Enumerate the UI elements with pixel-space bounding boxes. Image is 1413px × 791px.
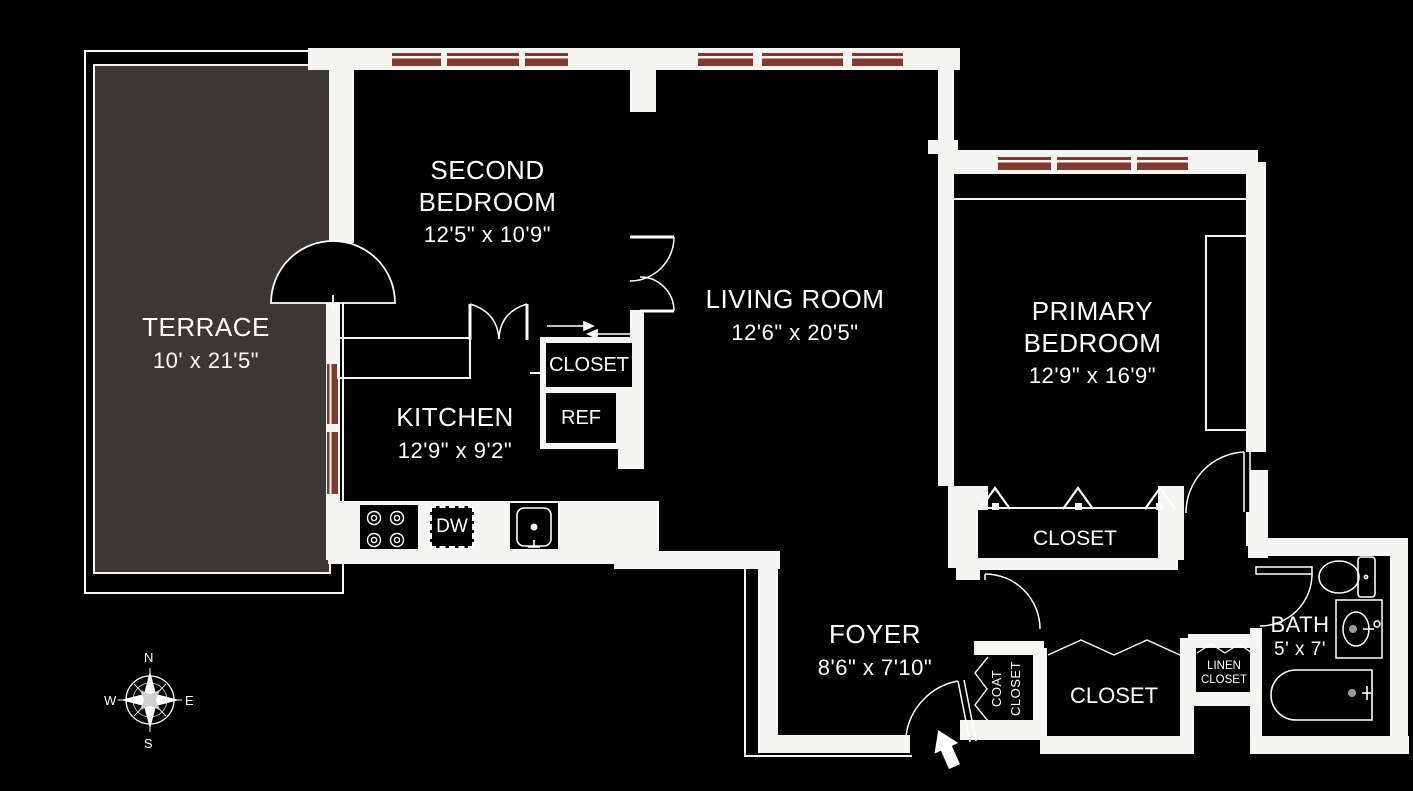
kitchen-door-icon: [468, 303, 529, 340]
bath-sink-icon: [1335, 599, 1383, 659]
foyer-closet-door-icon: [1047, 639, 1181, 656]
room-dims: 5' x 7': [1274, 638, 1326, 660]
wall-segment: [938, 70, 954, 486]
compass-west-label: W: [104, 693, 117, 708]
coat-closet-door-icon: [974, 656, 989, 722]
built-in-wardrobe: [1205, 235, 1253, 431]
linen-closet-label: LINEN CLOSET: [1200, 659, 1247, 686]
wall-segment: [758, 551, 778, 753]
wall-segment: [1253, 736, 1409, 754]
room-name: KITCHEN: [396, 402, 514, 432]
window: [852, 53, 903, 66]
toilet-icon: [1318, 556, 1376, 598]
bath-label: BATH 5' x 7': [1262, 612, 1338, 661]
wall-segment: [630, 310, 644, 340]
wall-line: [954, 198, 1248, 200]
primary-closet-label: CLOSET: [1032, 527, 1118, 550]
wall-segment: [974, 641, 1044, 655]
stove: [360, 505, 418, 549]
dishwasher: DW: [430, 506, 474, 548]
refrigerator: REF: [546, 393, 616, 443]
kitchen-label: KITCHEN 12'9" x 9'2": [355, 402, 555, 464]
living-room-label: LIVING ROOM 12'6" x 20'5": [665, 284, 925, 346]
window: [998, 157, 1051, 170]
window: [1057, 157, 1131, 170]
window: [698, 53, 753, 66]
room-dims: 12'6" x 20'5": [731, 319, 859, 345]
terrace-outer-outline: [84, 50, 344, 594]
compass-icon: [118, 668, 182, 732]
window: [327, 432, 338, 494]
wall-segment: [1250, 628, 1262, 754]
sliding-door-icon: [547, 320, 632, 340]
room-name: FOYER: [828, 619, 922, 649]
wall-segment: [1033, 648, 1047, 740]
foyer-closet-label: CLOSET: [1069, 683, 1159, 708]
compass-south-label: S: [144, 736, 153, 751]
window: [525, 53, 568, 66]
kitchen-nook-outline: [337, 337, 471, 379]
exterior-line: [744, 551, 746, 757]
window: [447, 53, 519, 66]
bathtub-icon: [1270, 669, 1373, 721]
room-name: TERRACE: [142, 312, 270, 342]
compass-north-label: N: [144, 650, 154, 665]
terrace-label: TERRACE 10' x 21'5": [96, 312, 316, 374]
wall-segment: [328, 548, 640, 564]
room-name: BATH: [1270, 612, 1330, 637]
coat-closet-label: COAT CLOSET: [989, 660, 1023, 716]
hall-door-icon: [984, 573, 1041, 630]
foyer-label: FOYER 8'6" x 7'10": [795, 619, 955, 681]
window: [327, 364, 338, 424]
wall-segment: [948, 486, 978, 568]
closet-opening-line: [976, 507, 1170, 509]
wall-segment: [966, 558, 1178, 570]
refrigerator-label: REF: [561, 406, 601, 429]
room-name: SECOND BEDROOM: [418, 155, 557, 217]
primary-door-icon: [1185, 451, 1251, 514]
sink-box: [510, 503, 558, 549]
hall-closet: CLOSET: [546, 343, 632, 387]
wall-segment: [956, 564, 980, 580]
wall-segment: [1250, 470, 1268, 556]
window: [392, 53, 441, 66]
primary-bedroom-label: PRIMARY BEDROOM 12'9" x 16'9": [990, 296, 1195, 389]
second-bedroom-label: SECOND BEDROOM 12'5" x 10'9": [385, 155, 590, 248]
wall-segment: [330, 57, 354, 243]
wall-segment: [618, 447, 644, 469]
wall-segment: [758, 735, 910, 753]
wall-segment: [960, 720, 1040, 740]
room-name: LIVING ROOM: [705, 284, 885, 314]
wall-segment: [633, 501, 659, 551]
wall-segment: [614, 551, 780, 569]
terrace-deck: [93, 64, 331, 574]
room-dims: 12'9" x 16'9": [1028, 363, 1157, 389]
room-dims: 8'6" x 7'10": [817, 654, 933, 680]
dishwasher-label: DW: [436, 516, 468, 537]
room-name: PRIMARY BEDROOM: [1023, 296, 1162, 358]
room-dims: 10' x 21'5": [152, 347, 260, 373]
hall-closet-label: CLOSET: [548, 353, 630, 376]
wall-segment: [1390, 538, 1408, 754]
window: [762, 53, 843, 66]
compass-east-label: E: [185, 693, 194, 708]
exterior-line: [744, 755, 912, 757]
room-dims: 12'5" x 10'9": [423, 222, 552, 248]
wall-segment: [1266, 538, 1394, 556]
room-dims: 12'9" x 9'2": [397, 437, 513, 463]
wall-segment: [1040, 736, 1190, 754]
wall-segment: [630, 70, 656, 112]
linen-closet: [1196, 648, 1252, 692]
window: [1137, 157, 1188, 170]
